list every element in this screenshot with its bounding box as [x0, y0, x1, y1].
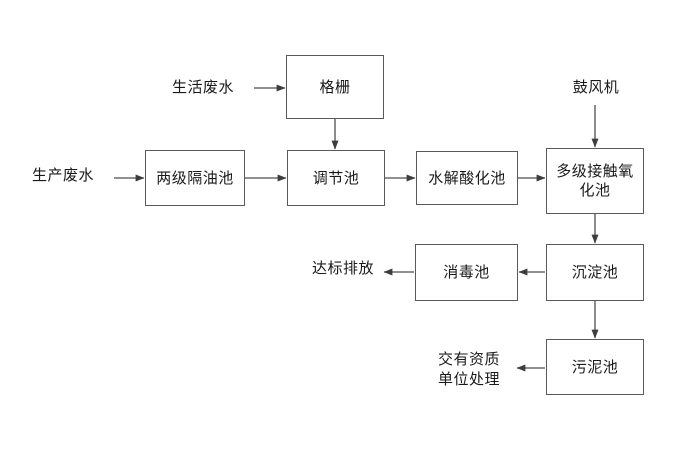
node-regulating-tank[interactable]: 调节池 — [287, 150, 385, 206]
label-blower: 鼓风机 — [572, 78, 620, 96]
node-grille[interactable]: 格栅 — [286, 55, 384, 119]
node-multistage-contact-oxidation-label: 多级接触氧 化池 — [556, 162, 634, 199]
node-sedimentation-tank-label: 沉淀池 — [571, 263, 619, 282]
label-production-wastewater: 生产废水 — [31, 166, 94, 184]
node-sedimentation-tank[interactable]: 沉淀池 — [546, 244, 644, 301]
node-hydrolysis-acidification[interactable]: 水解酸化池 — [416, 151, 518, 205]
node-multistage-contact-oxidation[interactable]: 多级接触氧 化池 — [546, 148, 644, 214]
node-hydrolysis-acidification-label: 水解酸化池 — [428, 168, 506, 187]
node-disinfection-tank[interactable]: 消毒池 — [415, 244, 518, 301]
node-grille-label: 格栅 — [319, 77, 351, 96]
label-qualified-unit-treatment: 交有资质 单位处理 — [437, 350, 500, 388]
node-oil-separator[interactable]: 两级隔油池 — [145, 150, 245, 206]
node-sludge-tank[interactable]: 污泥池 — [546, 339, 644, 395]
label-domestic-wastewater: 生活废水 — [171, 78, 234, 96]
label-compliant-discharge: 达标排放 — [311, 259, 374, 277]
node-disinfection-tank-label: 消毒池 — [443, 263, 490, 282]
node-sludge-tank-label: 污泥池 — [571, 357, 619, 376]
node-oil-separator-label: 两级隔油池 — [156, 168, 234, 187]
node-regulating-tank-label: 调节池 — [312, 168, 360, 187]
